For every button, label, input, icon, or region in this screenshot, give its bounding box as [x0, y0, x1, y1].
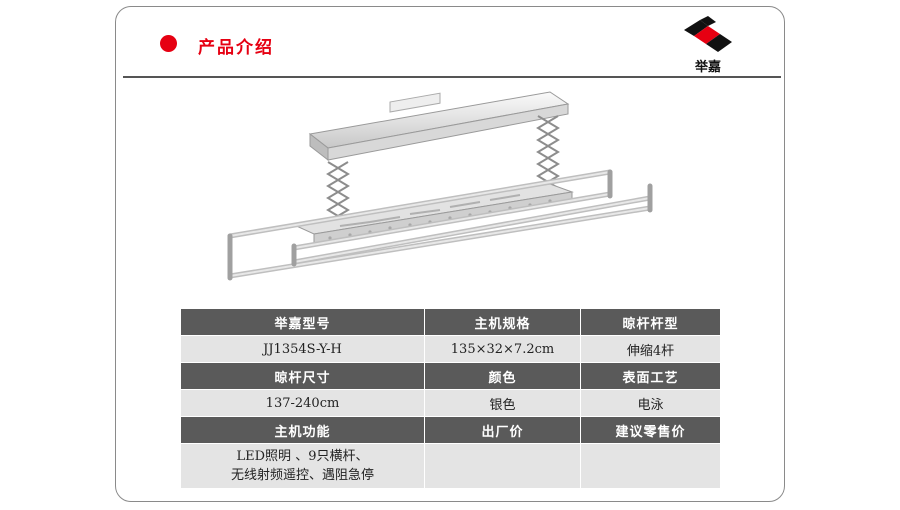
header-cell-host-spec: 主机规格: [424, 308, 581, 336]
spec-table: 举嘉型号 主机规格 晾杆杆型 JJ1354S-Y-H 135×32×7.2cm …: [180, 308, 721, 489]
header-cell-rod-size: 晾杆尺寸: [180, 362, 425, 390]
functions-line-1: LED照明 、9只横杆、: [236, 449, 369, 464]
value-cell-rod-size: 137-240cm: [180, 389, 425, 417]
product-image-drying-rack: [227, 91, 653, 281]
header-divider: [123, 76, 781, 78]
header-cell-retail-price: 建议零售价: [580, 416, 721, 444]
brand-name: 举嘉: [694, 60, 721, 75]
header-cell-finish: 表面工艺: [580, 362, 721, 390]
section-title: 产品介绍: [198, 38, 274, 58]
header-cell-factory-price: 出厂价: [424, 416, 581, 444]
value-cell-functions: LED照明 、9只横杆、 无线射频遥控、遇阻急停: [180, 443, 425, 489]
value-cell-host-spec: 135×32×7.2cm: [424, 335, 581, 363]
table-row: 137-240cm 银色 电泳: [180, 389, 721, 417]
table-row: LED照明 、9只横杆、 无线射频遥控、遇阻急停: [180, 443, 721, 489]
brand-logo-icon: [684, 16, 732, 52]
table-row: JJ1354S-Y-H 135×32×7.2cm 伸缩4杆: [180, 335, 721, 363]
value-cell-retail-price: [580, 443, 721, 489]
header-cell-functions: 主机功能: [180, 416, 425, 444]
table-row: 举嘉型号 主机规格 晾杆杆型: [180, 308, 721, 336]
header-cell-color: 颜色: [424, 362, 581, 390]
value-cell-finish: 电泳: [580, 389, 721, 417]
value-cell-color: 银色: [424, 389, 581, 417]
functions-line-2: 无线射频遥控、遇阻急停: [230, 468, 374, 483]
bullet-dot-icon: [160, 35, 177, 52]
value-cell-factory-price: [424, 443, 581, 489]
table-row: 晾杆尺寸 颜色 表面工艺: [180, 362, 721, 390]
value-cell-rod-type: 伸缩4杆: [580, 335, 721, 363]
table-row: 主机功能 出厂价 建议零售价: [180, 416, 721, 444]
value-cell-model: JJ1354S-Y-H: [180, 335, 425, 363]
brand-logo: 举嘉: [680, 16, 736, 75]
header-cell-rod-type: 晾杆杆型: [580, 308, 721, 336]
header-cell-model: 举嘉型号: [180, 308, 425, 336]
